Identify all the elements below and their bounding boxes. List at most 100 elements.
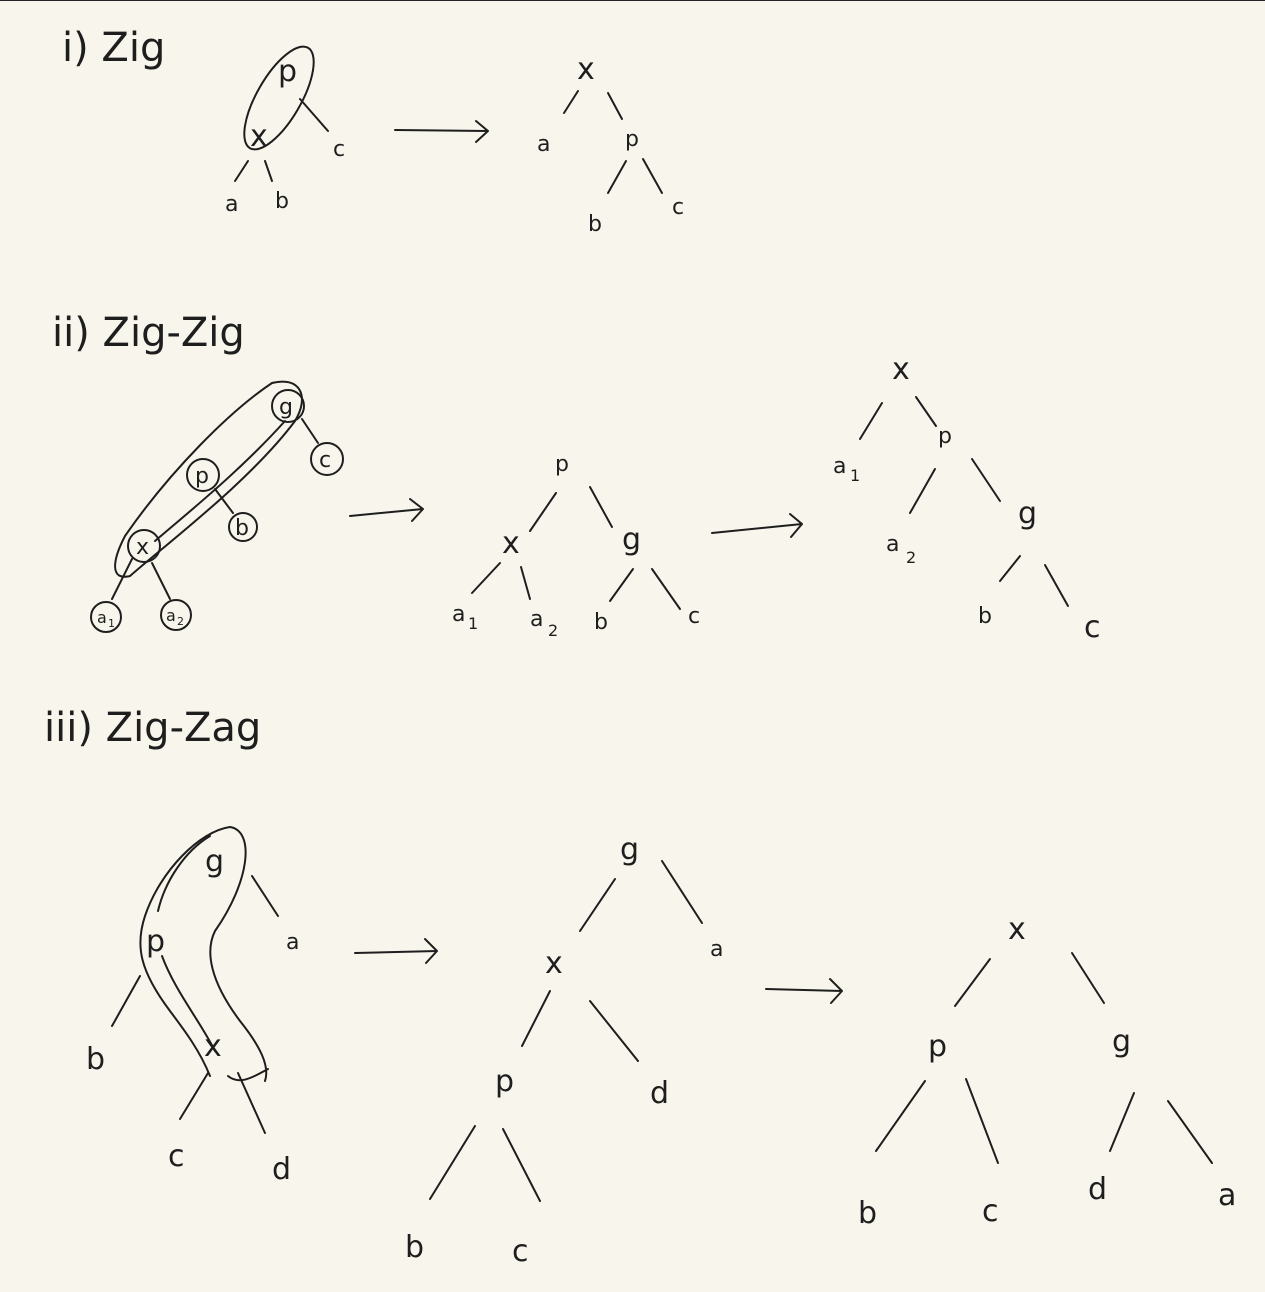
zig-zig-after-tree: x a 1 p a 2 g b c (833, 352, 1101, 645)
edge-p-c (642, 158, 663, 194)
rotation-loop-inner (161, 955, 216, 1052)
node-b: b (978, 604, 992, 629)
edge-g-a (1167, 1100, 1213, 1164)
node-a1: a (833, 454, 846, 479)
node-b: b (275, 189, 289, 214)
node-b: b (235, 516, 249, 541)
node-x: x (892, 352, 910, 387)
node-b: b (86, 1042, 105, 1077)
edge-x-a2 (151, 562, 171, 600)
edge-g-c (1044, 564, 1069, 607)
node-p: p (938, 424, 952, 449)
node-a: a (537, 132, 550, 157)
node-c: c (333, 137, 345, 162)
section-title-zig: i) Zig (62, 25, 165, 71)
edge-x-b (264, 160, 273, 182)
node-c: c (319, 448, 331, 473)
node-circle (160, 599, 192, 631)
edge-g-b (999, 555, 1021, 582)
edge-x-a1 (471, 562, 501, 594)
edge-x-d (237, 1072, 266, 1134)
node-c: c (512, 1234, 529, 1269)
edge-x-d (589, 1000, 639, 1062)
edge-x-p (915, 396, 937, 427)
rotation-loop-inner (157, 835, 211, 912)
node-p: p (928, 1029, 947, 1064)
edge-p-g (589, 486, 613, 528)
node-c: c (168, 1139, 185, 1174)
rotation-loop-bottom (227, 1068, 269, 1082)
edge-x-a (563, 90, 579, 114)
edge-g-d (1109, 1092, 1135, 1152)
section-zig-zig: ii) Zig-Zig g c p b x a 1 a 2 (52, 310, 1101, 645)
node-x: x (204, 1029, 222, 1064)
rotation-loop (114, 380, 303, 578)
zig-zig-before-tree: g c p b x a 1 a 2 (90, 380, 344, 633)
edge-x-p (607, 92, 623, 120)
node-a2-subscript: 2 (177, 615, 184, 628)
node-a: a (710, 937, 723, 962)
edge-x-p (954, 958, 991, 1007)
node-g: g (205, 844, 224, 879)
node-b: b (405, 1230, 424, 1265)
node-p: p (495, 1064, 514, 1099)
node-x: x (502, 526, 520, 561)
node-x: x (1008, 912, 1026, 947)
rotation-loop-outer-left (139, 826, 231, 1077)
node-p: p (625, 127, 639, 152)
node-d: d (272, 1152, 291, 1187)
node-x: x (250, 119, 268, 154)
zig-before-tree: p x c a b (225, 45, 345, 217)
node-circle (186, 458, 220, 492)
node-x: x (545, 946, 563, 981)
zig-zag-before-tree: g a p b x c d (86, 826, 299, 1187)
rotation-loop-outer (209, 826, 268, 1082)
zig-zag-after-tree: x p g b c d a (858, 912, 1236, 1231)
node-circle (310, 442, 344, 476)
node-p: p (195, 464, 209, 489)
node-d: d (650, 1076, 669, 1111)
edge-p-g (971, 458, 1001, 502)
node-a: a (225, 192, 238, 217)
node-a2: a (886, 532, 899, 557)
node-a1: a (452, 602, 465, 627)
edge-g-a (251, 875, 279, 917)
node-g: g (620, 832, 639, 867)
edge-x-a1 (859, 402, 883, 440)
section-zig-zag: iii) Zig-Zag g a p b x c d g x (44, 705, 1236, 1269)
edge-x-a (234, 160, 249, 182)
rotation-loop (243, 45, 315, 151)
node-p: p (146, 924, 165, 959)
node-c: c (1084, 610, 1101, 645)
node-g: g (622, 522, 641, 557)
node-circle (271, 389, 305, 423)
node-a2-subscript: 2 (906, 548, 916, 567)
edge-p-b (111, 975, 141, 1027)
edge-p-b (214, 488, 234, 514)
node-a2: a (530, 607, 543, 632)
edge-x-c (179, 1072, 209, 1120)
edge-x-a2 (520, 566, 531, 600)
edge-p-c (502, 1128, 541, 1202)
edge-x-g (1071, 952, 1105, 1004)
node-circle (90, 601, 122, 633)
rotation-inner-line (154, 420, 286, 542)
edge-p-c (299, 98, 329, 132)
node-x: x (577, 52, 595, 87)
edge-p-b (607, 160, 627, 194)
node-c: c (982, 1194, 999, 1229)
node-a1: a (97, 608, 107, 627)
node-circle (228, 512, 258, 542)
node-a: a (1218, 1178, 1236, 1213)
node-p: p (555, 452, 569, 477)
node-c: c (688, 604, 700, 629)
node-b: b (594, 610, 608, 635)
edge-p-b (429, 1125, 476, 1200)
arrow-right (711, 513, 803, 538)
node-x: x (136, 535, 149, 560)
zig-after-tree: x a p b c (537, 52, 684, 237)
edge-g-a (661, 860, 703, 924)
edge-g-x (579, 878, 616, 932)
